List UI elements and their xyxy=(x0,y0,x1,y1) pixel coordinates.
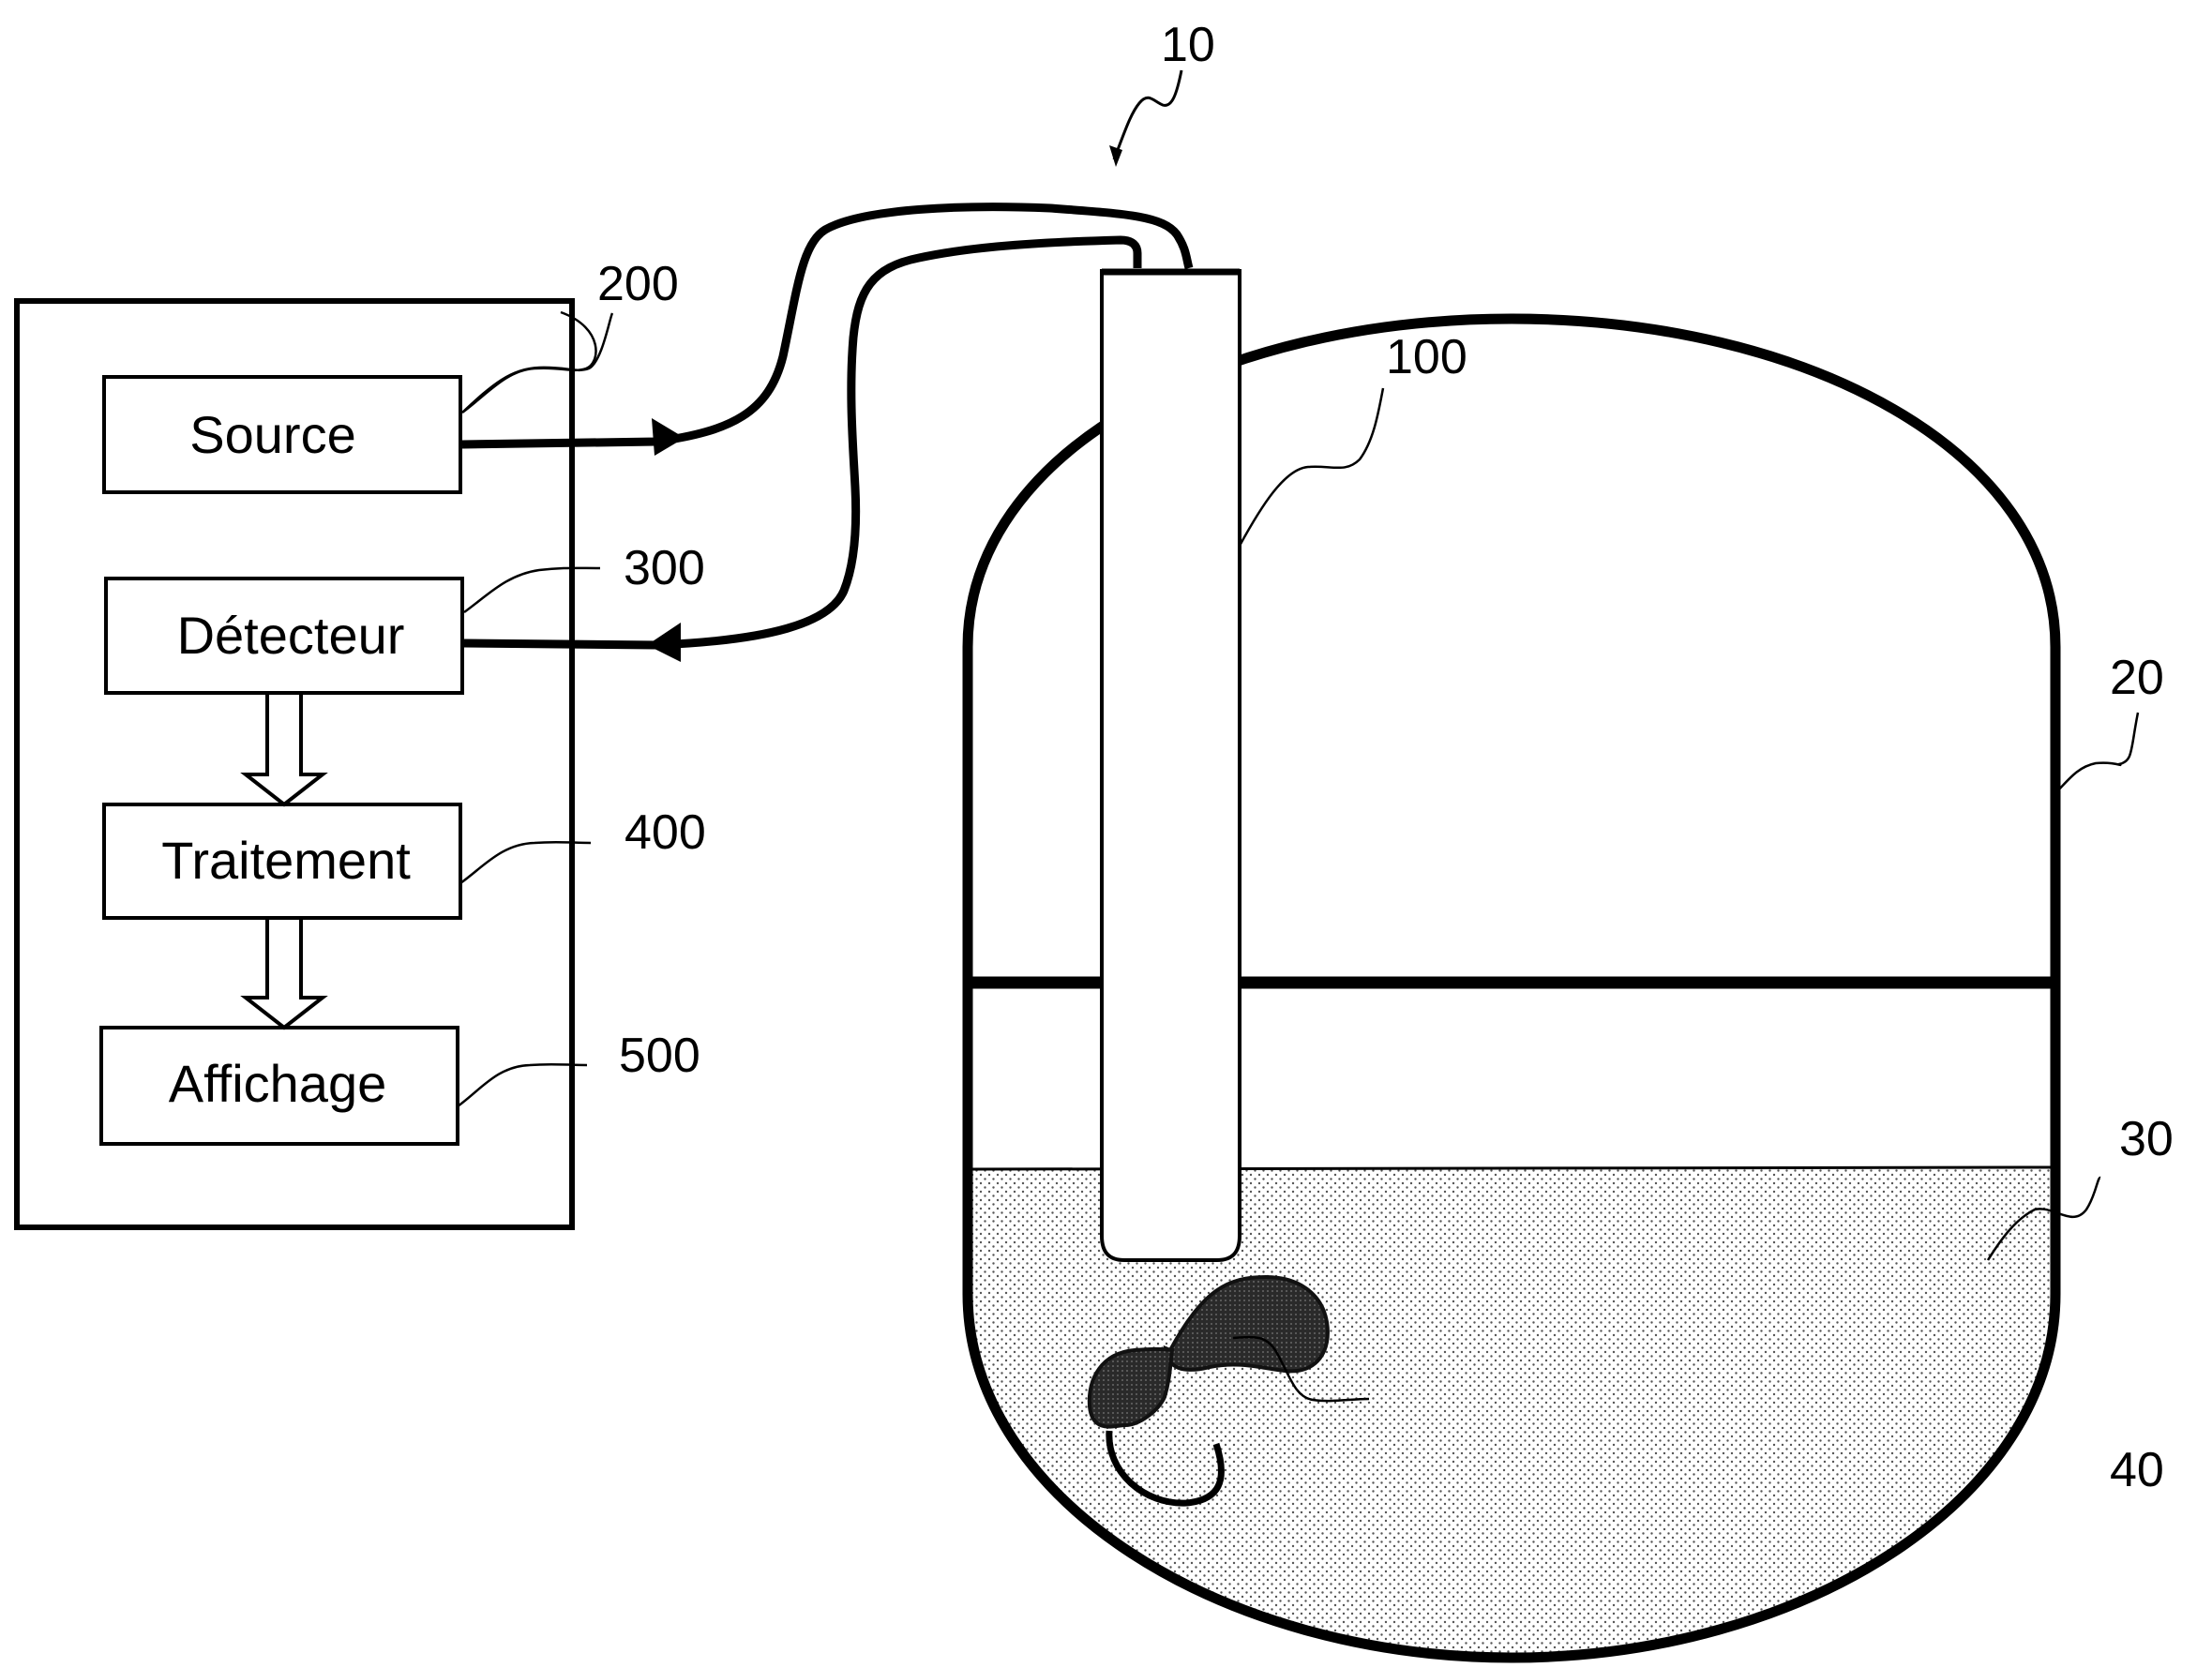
leader-10-arrowhead xyxy=(1109,145,1122,167)
block-detector-label: Détecteur xyxy=(177,606,405,665)
leader-200 xyxy=(461,310,597,414)
block-source[interactable]: Source xyxy=(102,375,462,494)
leader-100 xyxy=(1238,387,1385,547)
agitator-blade-left xyxy=(1087,1346,1175,1429)
cable-arrow-head-out xyxy=(652,418,685,456)
flow-arrow-detector-to-processing xyxy=(240,695,328,807)
ref-400: 400 xyxy=(624,805,706,860)
leader-500 xyxy=(457,1062,588,1108)
ref-300: 300 xyxy=(624,541,705,595)
leader-300 xyxy=(463,566,601,614)
block-display-label: Affichage xyxy=(169,1054,386,1113)
cable-arrow-head-in xyxy=(647,623,681,662)
block-source-label: Source xyxy=(189,405,355,464)
cable-source-to-probe[interactable] xyxy=(461,203,1194,449)
cable-probe-to-detector[interactable] xyxy=(463,235,1142,650)
leader-200b xyxy=(461,312,614,413)
ref-40: 40 xyxy=(2110,1443,2164,1497)
probe[interactable] xyxy=(1100,269,1241,1262)
ref-200: 200 xyxy=(597,257,679,311)
vessel-wall xyxy=(962,313,2061,1663)
agitator-blade-right xyxy=(1163,1274,1330,1374)
leader-40 xyxy=(1232,1335,1370,1403)
block-detector[interactable]: Détecteur xyxy=(104,577,464,695)
leader-400 xyxy=(459,840,592,885)
control-unit-frame xyxy=(14,298,575,1230)
flow-arrow-processing-to-display xyxy=(240,920,328,1030)
leader-20 xyxy=(2054,712,2140,794)
leader-30 xyxy=(1986,1176,2102,1261)
block-display[interactable]: Affichage xyxy=(99,1026,459,1146)
block-processing-label: Traitement xyxy=(161,831,411,890)
ref-100: 100 xyxy=(1386,330,1467,384)
ref-20: 20 xyxy=(2110,651,2164,705)
rotation-arrow xyxy=(1106,1430,1225,1507)
ref-10: 10 xyxy=(1161,18,1215,72)
leader-10 xyxy=(1112,69,1183,160)
ref-30: 30 xyxy=(2119,1112,2174,1166)
block-processing[interactable]: Traitement xyxy=(102,803,462,920)
ref-500: 500 xyxy=(619,1029,700,1083)
